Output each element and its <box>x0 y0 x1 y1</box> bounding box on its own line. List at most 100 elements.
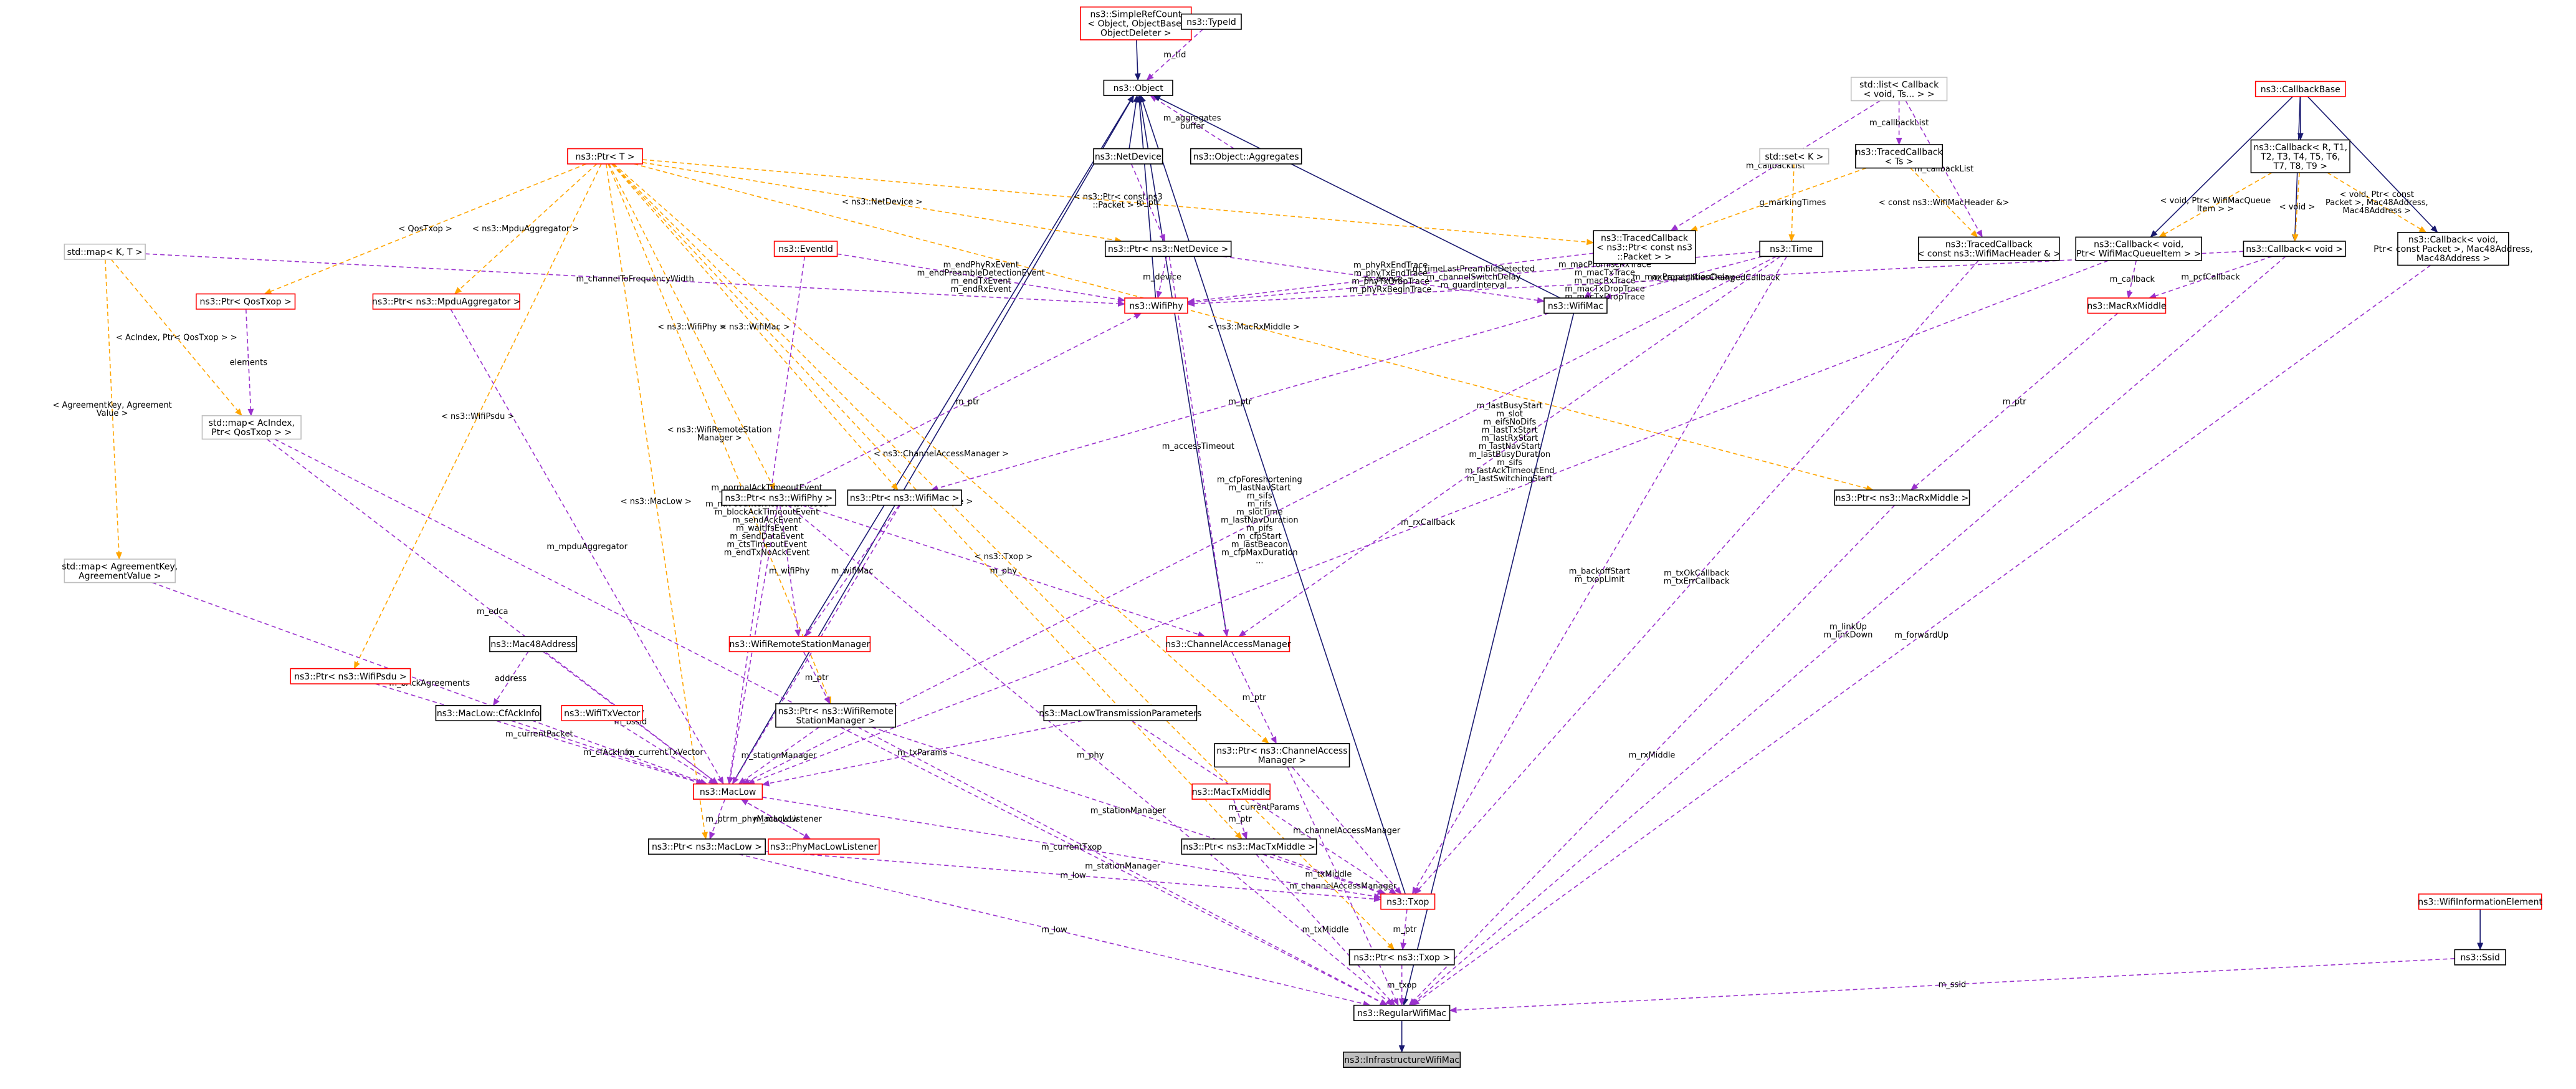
class-node-typeid[interactable]: ns3::TypeId <box>1181 13 1242 30</box>
edge-label: g_markingTimes <box>1759 198 1826 208</box>
class-node-label-line: Ptr< WifiMacQueueItem > > <box>2076 249 2202 259</box>
class-node-box <box>2075 236 2202 261</box>
edge-label: m_currentTxop <box>1041 843 1102 852</box>
class-node-callback_void[interactable]: ns3::Callback< void > <box>2243 241 2346 257</box>
class-node-map_agreement[interactable]: std::map< AgreementKey,AgreementValue > <box>62 559 178 583</box>
class-node-list_callback[interactable]: std::list< Callback< void, Ts... > > <box>1850 77 1948 102</box>
edge-map_kt-to-map_ac <box>110 259 242 416</box>
class-node-tracedcallback_ts[interactable]: ns3::TracedCallback< Ts > <box>1855 144 1944 169</box>
class-node-label-line: ns3::MacLow::CfAckInfo <box>437 709 540 719</box>
class-node-ptr_maclow[interactable]: ns3::Ptr< ns3::MacLow > <box>647 838 766 855</box>
class-node-box <box>1080 6 1192 41</box>
class-node-ptr_wifipsdu[interactable]: ns3::Ptr< ns3::WifiPsdu > <box>290 668 411 684</box>
edge-txparams-to-txop <box>1132 720 1397 895</box>
class-node-wifimac[interactable]: ns3::WifiMac <box>1543 297 1608 314</box>
class-node-label-line: std::set< K > <box>1765 152 1823 162</box>
edge-label: < ns3::Ptr< const ns3::Packet > > <box>1074 193 1163 210</box>
class-node-tracedcallback_hdr[interactable]: ns3::TracedCallback< const ns3::WifiMacH… <box>1917 236 2061 261</box>
class-node-txop[interactable]: ns3::Txop <box>1380 893 1436 910</box>
class-node-label-line: ns3::Ptr< ns3::MacTxMiddle > <box>1183 842 1315 852</box>
class-node-box <box>567 148 643 165</box>
edge-ptr_maclow-to-txop <box>765 850 1382 903</box>
class-node-mactxmiddle[interactable]: ns3::MacTxMiddle <box>1191 783 1271 800</box>
class-node-ptr_qostxop[interactable]: ns3::Ptr< QosTxop > <box>196 293 296 310</box>
class-node-txparams[interactable]: ns3::MacLowTransmissionParameters <box>1039 704 1201 722</box>
class-node-txvector[interactable]: ns3::WifiTxVector <box>561 704 643 722</box>
edge-label-line: m_txOkCallback <box>1664 569 1729 578</box>
class-node-callback_t1[interactable]: ns3::Callback< R, T1,T2, T3, T4, T5, T6,… <box>2250 139 2350 173</box>
class-node-ptr_mpdu[interactable]: ns3::Ptr< ns3::MpduAggregator > <box>372 293 520 310</box>
class-node-label: ns3::MacLow::CfAckInfo <box>437 709 540 719</box>
class-node-label: std::set< K > <box>1765 152 1823 162</box>
class-node-label: ns3::MacLow <box>700 787 756 797</box>
class-node-ptr_wifimac[interactable]: ns3::Ptr< ns3::WifiMac > <box>847 489 962 506</box>
class-node-maclow[interactable]: ns3::MacLow <box>693 783 763 800</box>
class-node-phymaclistener[interactable]: ns3::PhyMacLowListener <box>768 838 880 855</box>
edge-callback_void-to-regularwifimac <box>1410 256 2286 1006</box>
class-node-label-line: ns3::ChannelAccessManager <box>1165 640 1291 650</box>
class-node-label-line: StationManager > <box>796 716 875 726</box>
edge-label-line: m_phyMacLowListener <box>730 815 822 824</box>
edge-label-line: m_rxMiddle <box>1629 751 1676 760</box>
class-node-box <box>728 636 871 653</box>
edge-label: elements <box>230 358 268 367</box>
edge-ptr_remotestation-to-regularwifimac <box>857 726 1388 1006</box>
class-node-ptr_wifiphy[interactable]: ns3::Ptr< ns3::WifiPhy > <box>721 489 836 506</box>
class-node-callback_packet[interactable]: ns3::Callback< void,Ptr< const Packet >,… <box>2373 232 2533 266</box>
edge-label-line: ::Packet > > <box>1093 201 1143 210</box>
class-node-macrxmiddle[interactable]: ns3::MacRxMiddle <box>2087 297 2167 314</box>
class-node-cfack[interactable]: ns3::MacLow::CfAckInfo <box>435 704 541 722</box>
class-node-netdevice[interactable]: ns3::NetDevice <box>1093 148 1163 165</box>
edge-ptr_t-to-ptr_remotestation <box>608 163 832 704</box>
edge-label-line: m_ptr <box>1228 815 1252 824</box>
class-node-simplerefcount[interactable]: ns3::SimpleRefCount< Object, ObjectBase,… <box>1080 6 1192 41</box>
class-node-remotestation[interactable]: ns3::WifiRemoteStationManager <box>728 636 871 653</box>
class-node-eventid[interactable]: ns3::EventId <box>773 241 838 257</box>
class-node-ptr_t[interactable]: ns3::Ptr< T > <box>567 148 643 165</box>
class-node-set_k[interactable]: std::set< K > <box>1759 148 1829 165</box>
class-node-label-line: Ptr< QosTxop > > <box>211 428 292 438</box>
edge-ptr_t-to-ptr_txop <box>612 163 1395 951</box>
edge-label: m_currentParams <box>1229 803 1300 812</box>
class-node-label: ns3::EventId <box>778 244 833 254</box>
edge-label-line: m_cfpForeshortening <box>1217 476 1302 485</box>
edge-label-line: m_phyRxBeginTrace <box>1350 285 1432 295</box>
class-node-label-line: ns3::Callback< void > <box>2246 244 2343 254</box>
class-node-ptr_txop[interactable]: ns3::Ptr< ns3::Txop > <box>1348 949 1455 966</box>
class-node-aggregates[interactable]: ns3::Object::Aggregates <box>1190 148 1302 165</box>
edge-remotestation-to-object <box>804 95 1134 637</box>
class-node-mac48[interactable]: ns3::Mac48Address <box>489 636 578 653</box>
class-node-wifiphy[interactable]: ns3::WifiPhy <box>1124 297 1188 314</box>
class-node-time[interactable]: ns3::Time <box>1759 241 1823 257</box>
class-node-label-line: ns3::TracedCallback <box>1601 233 1689 243</box>
class-node-callbackbase[interactable]: ns3::CallbackBase <box>2254 80 2346 97</box>
class-node-tracedcallback_packet[interactable]: ns3::TracedCallback< ns3::Ptr< const ns3… <box>1593 230 1696 264</box>
class-node-label: ns3::Object::Aggregates <box>1193 152 1299 162</box>
class-node-map_kt[interactable]: std::map< K, T > <box>64 243 146 260</box>
class-node-label-line: ns3::WifiInformationElement <box>2418 897 2542 907</box>
class-node-ptr_macrxmiddle[interactable]: ns3::Ptr< ns3::MacRxMiddle > <box>1834 489 1970 506</box>
class-node-channelaccess[interactable]: ns3::ChannelAccessManager <box>1165 636 1291 653</box>
edge-label-line: m_ptr <box>1228 397 1252 406</box>
class-node-label: ns3::Callback< R, T1,T2, T3, T4, T5, T6,… <box>2253 143 2347 171</box>
class-node-object[interactable]: ns3::Object <box>1103 79 1173 96</box>
class-node-regularwifimac[interactable]: ns3::RegularWifiMac <box>1353 1004 1451 1021</box>
class-node-label-line: ns3::Ptr< ns3::MacLow > <box>652 842 762 852</box>
class-node-label-line: ns3::InfrastructureWifiMac <box>1344 1055 1459 1065</box>
class-node-label-line: AgreementValue > <box>79 571 161 581</box>
class-node-ptr_mactxmiddle[interactable]: ns3::Ptr< ns3::MacTxMiddle > <box>1181 838 1317 855</box>
class-node-map_ac[interactable]: std::map< AcIndex,Ptr< QosTxop > > <box>201 415 302 440</box>
class-node-callback_queue[interactable]: ns3::Callback< void,Ptr< WifiMacQueueIte… <box>2075 236 2202 261</box>
class-node-label: ns3::Ptr< ns3::WifiPhy > <box>725 493 832 503</box>
class-node-ptr_netdevice[interactable]: ns3::Ptr< ns3::NetDevice > <box>1104 241 1232 257</box>
class-node-ssid[interactable]: ns3::Ssid <box>2454 949 2506 966</box>
edge-ptr_t-to-ptr_mactxmiddle <box>611 163 1243 840</box>
class-node-infoelement[interactable]: ns3::WifiInformationElement <box>2418 893 2543 910</box>
edge-ptr_wifipsdu-to-maclow <box>375 683 704 785</box>
class-node-box <box>773 241 838 257</box>
